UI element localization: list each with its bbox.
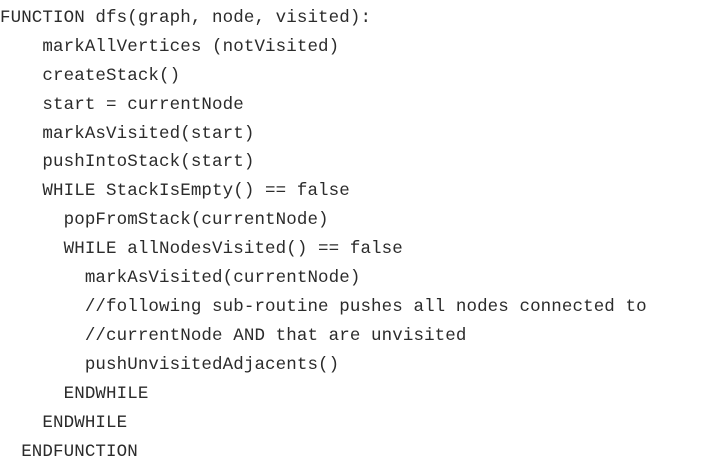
code-line: popFromStack(currentNode) <box>0 210 329 230</box>
code-line: pushIntoStack(start) <box>0 152 255 172</box>
code-line: markAsVisited(start) <box>0 124 255 144</box>
code-line: ENDWHILE <box>0 384 149 404</box>
code-line: start = currentNode <box>0 95 244 115</box>
code-line: createStack() <box>0 66 181 86</box>
code-line: pushUnvisitedAdjacents() <box>0 355 340 375</box>
code-line: FUNCTION dfs(graph, node, visited): <box>0 8 372 28</box>
code-comment-line: //currentNode AND that are unvisited <box>0 326 467 346</box>
code-line: markAllVertices (notVisited) <box>0 37 340 57</box>
code-line: markAsVisited(currentNode) <box>0 268 361 288</box>
code-line: WHILE allNodesVisited() == false <box>0 239 403 259</box>
code-comment-line: //following sub-routine pushes all nodes… <box>0 297 647 317</box>
code-line: ENDFUNCTION <box>0 442 138 462</box>
code-line: ENDWHILE <box>0 413 128 433</box>
code-line: WHILE StackIsEmpty() == false <box>0 181 350 201</box>
